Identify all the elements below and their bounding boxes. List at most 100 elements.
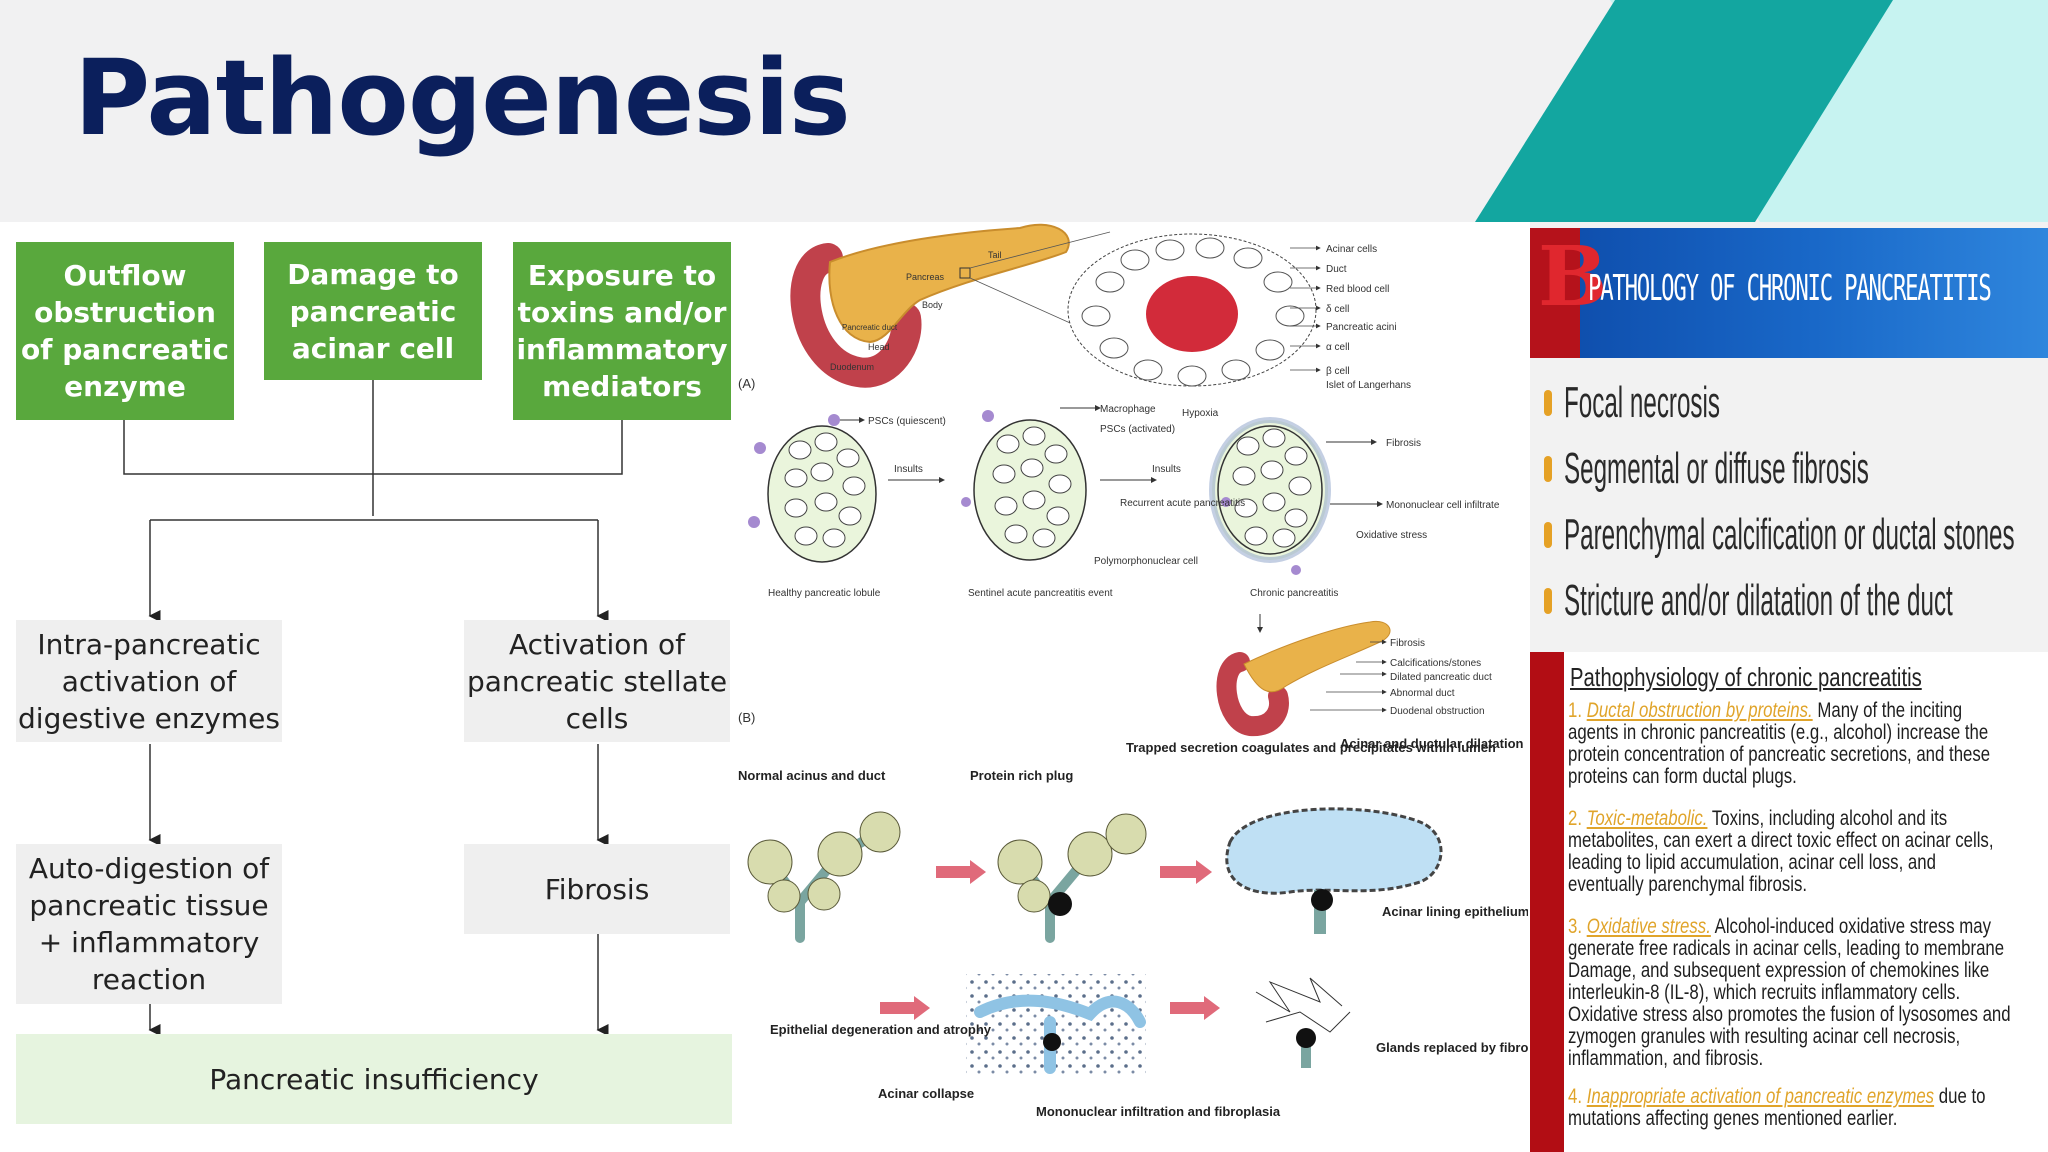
bullet-marker [1544,390,1552,416]
legend-pancreatic-acini: Pancreatic acini [1326,322,1397,333]
page-title: Pathogenesis [74,37,851,159]
bullet-marker [1544,522,1552,548]
label-acinar-collapse: Acinar collapse [878,1086,974,1101]
psc-cells [748,410,1301,575]
label-normal-acinus: Normal acinus and duct [738,768,886,783]
label-acinar-dilatation: Acinar and ductular dilatation [1340,736,1524,751]
pathology-card: B PATHOLOGY OF CHRONIC PANCREATITIS Foca… [1530,222,2048,652]
label-trapped-secretion: Trapped secretion coagulates and precipi… [1126,740,1496,755]
bullet-item: Segmental or diffuse fibrosis [1544,438,2044,504]
label-mononuclear-infiltrate: Mononuclear cell infiltrate [1386,500,1500,511]
arrow-b2-head [1196,860,1212,884]
bullet-text: Segmental or diffuse fibrosis [1564,444,1869,493]
fibrous-scar [1255,977,1351,1068]
bullet-text: Stricture and/or dilatation of the duct [1564,576,1953,625]
bullet-text: Parenchymal calcification or ductal ston… [1564,510,2015,559]
label-sentinel-event: Sentinel acute pancreatitis event [968,588,1113,599]
bullet-item: Focal necrosis [1544,372,2044,438]
duodenum-shape [790,243,922,388]
islet-of-langerhans [1146,276,1238,352]
pathogenesis-figure: Pancreas Tail Body Head Duodenum Pancrea… [738,223,1528,1119]
chronic-legend-dilated-duct: Dilated pancreatic duct [1390,672,1492,683]
step-stellate-activation: Activation of pancreatic stellate cells [464,620,730,742]
step-fibrosis: Fibrosis [464,844,730,934]
legend-red-blood-cell: Red blood cell [1326,284,1389,295]
bullet-item: Parenchymal calcification or ductal ston… [1544,504,2044,570]
arrow-b4-head [1204,996,1220,1020]
label-acinar-lining: Acinar lining epithelium becomes cuboida… [1382,904,1528,919]
panel-b-label: (B) [738,710,755,725]
legend-alpha-cell: α cell [1326,342,1350,353]
pancreas-shape [828,223,1070,344]
healthy-lobule [767,425,877,563]
lobule-arrows [840,405,1383,633]
pathology-badge-bg [1530,228,1580,358]
header-decoration [1475,0,2048,222]
protein-plug-acinus [997,813,1147,943]
label-psc-activated: PSCs (activated) [1100,424,1175,435]
label-insults-1: Insults [894,464,923,475]
label-chronic-pancreatitis: Chronic pancreatitis [1250,588,1338,599]
teal-shape [1475,0,1893,222]
label-macrophage: Macrophage [1100,404,1156,415]
chronic-legend-duodenal-obstruction: Duodenal obstruction [1390,706,1485,717]
label-polymorphonuclear: Polymorphonuclear cell [1094,556,1198,567]
acinar-ring [1081,237,1305,387]
bullet-text: Focal necrosis [1564,378,1721,427]
chronic-lobule [1209,417,1331,563]
islet-legend-lines [1290,245,1321,373]
pathology-badge: B [1538,229,1608,325]
legend-acinar-cells: Acinar cells [1326,244,1377,255]
label-hypoxia: Hypoxia [1182,408,1219,419]
pathophysiology-card: Pathophysiology of chronic pancreatitis … [1530,652,2048,1152]
mechanism-2: 2. Toxic-metabolic. Toxins, including al… [1568,807,1994,896]
result-pancreatic-insufficiency: Pancreatic insufficiency [16,1034,732,1124]
mechanism-1: 1. Ductal obstruction by proteins. Many … [1568,699,1991,788]
label-fibrosis-a: Fibrosis [1386,438,1421,449]
zoom-marker [959,267,971,279]
cause-acinar-damage: Damage to pancreatic acinar cell [264,242,482,380]
chronic-legend-abnormal-duct: Abnormal duct [1390,688,1455,699]
chronic-legend-calcifications: Calcifications/stones [1390,658,1481,669]
label-mononuclear-infiltration: Mononuclear infiltration and fibroplasia [1036,1104,1281,1119]
bullet-marker [1544,456,1552,482]
label-duodenum: Duodenum [830,362,874,372]
pathophysiology-red-strip [1530,652,1564,1152]
legend-duct: Duct [1326,264,1347,275]
chronic-legend-fibrosis: Fibrosis [1390,638,1425,649]
bullet-item: Stricture and/or dilatation of the duct [1544,570,2044,636]
mechanism-4: 4. Inappropriate activation of pancreati… [1568,1085,1986,1130]
label-insults-2: Insults [1152,464,1181,475]
step-intra-pancreatic-activation: Intra-pancreatic activation of digestive… [16,620,282,742]
label-protein-plug: Protein rich plug [970,768,1073,783]
label-glands-replaced: Glands replaced by fibrous scar [1376,1040,1528,1055]
label-oxidative-stress: Oxidative stress [1356,530,1427,541]
pathology-bullets: Focal necrosis Segmental or diffuse fibr… [1544,372,2044,636]
label-healthy-lobule: Healthy pancreatic lobule [768,588,881,599]
arrow-b3-head [914,996,930,1020]
cause-toxin-exposure: Exposure to toxins and/or inflammatory m… [513,242,731,420]
arrow-b1-head [970,860,986,884]
chronic-pancreas [1243,620,1391,693]
step-auto-digestion: Auto-digestion of pancreatic tissue + in… [16,844,282,1004]
label-pancreatic-duct: Pancreatic duct [842,323,898,332]
pathology-heading: PATHOLOGY OF CHRONIC PANCREATITIS [1588,268,1992,309]
legend-beta-cell: β cell [1326,366,1350,377]
legend-islet: Islet of Langerhans [1326,380,1411,391]
label-epithelial-degeneration: Epithelial degeneration and atrophy [770,1022,992,1037]
sentinel-lobule [973,419,1087,561]
bullet-marker [1544,588,1552,614]
label-pancreas: Pancreas [906,272,945,282]
label-psc-quiescent: PSCs (quiescent) [868,416,946,427]
normal-acinus [747,811,901,943]
slide-header: Pathogenesis [0,0,2048,222]
cause-outflow-obstruction: Outflow obstruction of pancreatic enzyme [16,242,234,420]
panel-a-label: (A) [738,376,755,391]
pathophysiology-title: Pathophysiology of chronic pancreatitis [1570,662,1922,692]
label-tail: Tail [988,250,1002,260]
label-body: Body [922,300,943,310]
atrophic-acinus [966,974,1146,1074]
legend-delta-cell: δ cell [1326,304,1349,315]
dilated-acinus [1225,807,1443,934]
